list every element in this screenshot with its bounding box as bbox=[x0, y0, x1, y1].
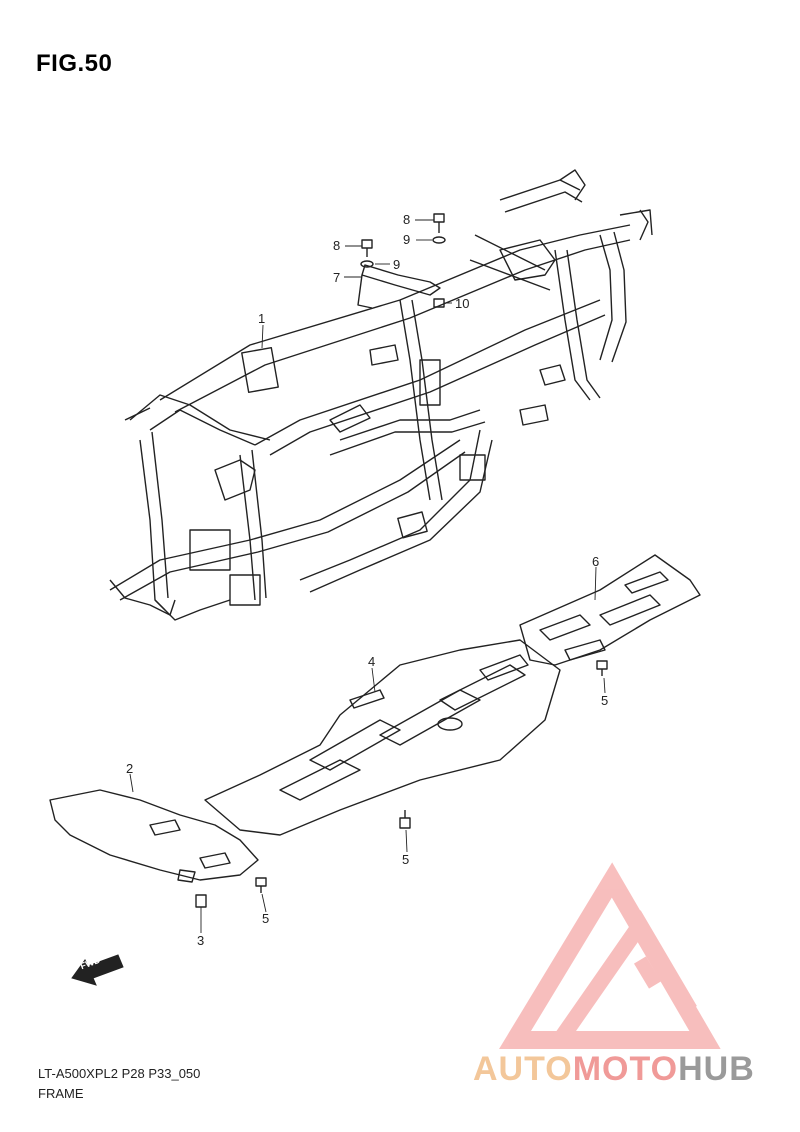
watermark-text: AUTOMOTOHUB bbox=[473, 1050, 755, 1089]
diagram-code: LT-A500XPL2 P28 P33_050 bbox=[38, 1066, 201, 1081]
skid-plate-2-drawing bbox=[49, 789, 259, 883]
washer-9-upper-drawing bbox=[432, 236, 446, 244]
callout-2: 2 bbox=[126, 761, 134, 776]
leader-lines bbox=[129, 219, 606, 933]
callout-5-middle: 5 bbox=[402, 852, 410, 867]
callout-5-left: 5 bbox=[262, 911, 270, 926]
washer-9-lower-drawing bbox=[360, 260, 374, 268]
bolt-5-left-drawing bbox=[255, 877, 267, 893]
watermark-moto: MOTO bbox=[572, 1050, 679, 1088]
callout-10: 10 bbox=[455, 296, 470, 311]
callout-6: 6 bbox=[592, 554, 600, 569]
callout-3: 3 bbox=[197, 933, 205, 948]
callout-9-lower: 9 bbox=[393, 257, 401, 272]
bolt-3-drawing bbox=[195, 894, 207, 908]
callout-1: 1 bbox=[258, 311, 266, 326]
skid-plate-4-drawing bbox=[204, 639, 561, 836]
callout-5-right: 5 bbox=[601, 693, 609, 708]
skid-plate-6-drawing bbox=[519, 554, 701, 666]
main-frame-drawing bbox=[109, 169, 653, 621]
bolt-5-middle-drawing bbox=[399, 810, 411, 829]
bolt-8-upper-drawing bbox=[433, 213, 445, 233]
forward-arrow-icon bbox=[71, 954, 124, 986]
watermark-auto: AUTO bbox=[473, 1050, 573, 1088]
callout-4: 4 bbox=[368, 654, 376, 669]
diagram-name: FRAME bbox=[38, 1086, 84, 1101]
bolt-8-lower-drawing bbox=[361, 239, 373, 257]
callout-7: 7 bbox=[333, 270, 341, 285]
callout-8-lower: 8 bbox=[333, 238, 341, 253]
callout-9-upper: 9 bbox=[403, 232, 411, 247]
bolt-5-right-drawing bbox=[596, 660, 608, 676]
automotohub-logo bbox=[499, 862, 721, 1049]
callout-8-upper: 8 bbox=[403, 212, 411, 227]
figure-title: FIG.50 bbox=[36, 50, 113, 77]
watermark-hub: HUB bbox=[678, 1050, 755, 1088]
